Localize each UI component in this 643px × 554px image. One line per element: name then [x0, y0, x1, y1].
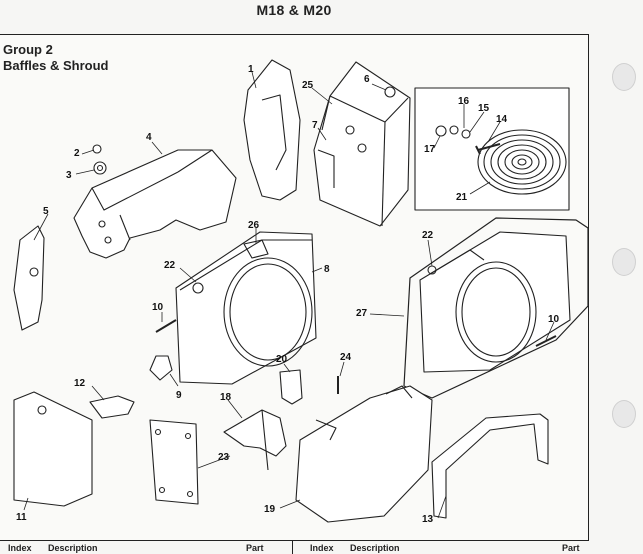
callout-8: 8: [324, 264, 330, 275]
page-title: M18 & M20: [256, 2, 332, 18]
callout-24: 26: [248, 220, 260, 231]
callout-17: 13: [422, 514, 434, 525]
part-grommet-3: [93, 161, 107, 175]
part-nut-2: [92, 144, 102, 154]
part-nut-16: [435, 125, 447, 137]
footer-separator: [292, 541, 293, 554]
part-bracket-20: [279, 369, 303, 405]
group-title: Group 2 Baffles & Shroud: [3, 42, 108, 74]
callout-7: 7: [312, 120, 318, 131]
part-bolt-13: [475, 143, 501, 155]
callout-26: 24: [340, 352, 352, 363]
binder-hole-top: [612, 63, 636, 91]
part-nut-6: [384, 86, 396, 98]
part-bracket-12: [89, 395, 135, 419]
callout-25: 25: [302, 80, 314, 91]
group-name: Baffles & Shroud: [3, 58, 109, 73]
callout-5: 5: [43, 206, 49, 217]
footer-left-part: Part: [246, 543, 264, 553]
exploded-parts-diagram: 1 25 6 7 4 2 3 5 16 15 14 17 21 22 22 26…: [13, 59, 588, 525]
binder-hole-middle: [612, 248, 636, 276]
part-plate-23: [149, 419, 199, 505]
callout-12: 12: [74, 378, 86, 389]
footer-right-part: Part: [562, 543, 580, 553]
part-bracket-4: [73, 149, 237, 259]
callout-9: 9: [176, 390, 182, 401]
callout-3: 3: [66, 170, 72, 181]
callout-1: 1: [248, 64, 254, 75]
callout-18: 18: [220, 392, 232, 403]
callout-6: 6: [364, 74, 370, 85]
callout-10-left: 10: [152, 302, 164, 313]
callout-23: 23: [218, 452, 230, 463]
part-lower-baffle-11: [13, 391, 93, 507]
callout-27: 27: [356, 308, 368, 319]
footer-left-description: Description: [48, 543, 98, 553]
callout-2: 2: [74, 148, 80, 159]
part-washer-14: [461, 129, 471, 139]
group-number: Group 2: [3, 42, 53, 57]
callout-14: 15: [478, 103, 490, 114]
footer-left-index: Index: [8, 543, 32, 553]
callout-19: 19: [264, 504, 276, 515]
part-baffle-1: [243, 59, 301, 201]
part-linkage-18: [223, 409, 287, 457]
callout-4: 4: [146, 132, 152, 143]
part-bolt-10-left: [155, 319, 177, 333]
callout-16: 17: [424, 144, 436, 155]
part-clip-9: [149, 355, 173, 381]
parts-table-header: Index Description Part Index Description…: [0, 541, 588, 554]
callout-15: 16: [458, 96, 470, 107]
footer-right-index: Index: [310, 543, 334, 553]
callout-22-right: 22: [422, 230, 434, 241]
callout-20: 20: [276, 354, 288, 365]
part-cover-19: [295, 385, 433, 523]
callout-13: 14: [496, 114, 508, 125]
part-bracket-17: [431, 413, 549, 519]
callout-11: 11: [16, 512, 27, 523]
callout-21: 21: [456, 192, 468, 203]
callout-10-right: 10: [548, 314, 560, 325]
part-finger-guard-21: [477, 129, 567, 195]
part-bolt-10-right: [535, 335, 557, 347]
binder-hole-bottom: [612, 400, 636, 428]
part-washer-15: [449, 125, 459, 135]
part-shroud-22: [419, 231, 571, 373]
part-side-baffle-5: [13, 225, 45, 331]
callout-22-left: 22: [164, 260, 176, 271]
footer-right-description: Description: [350, 543, 400, 553]
part-shroud-8: [175, 231, 317, 385]
